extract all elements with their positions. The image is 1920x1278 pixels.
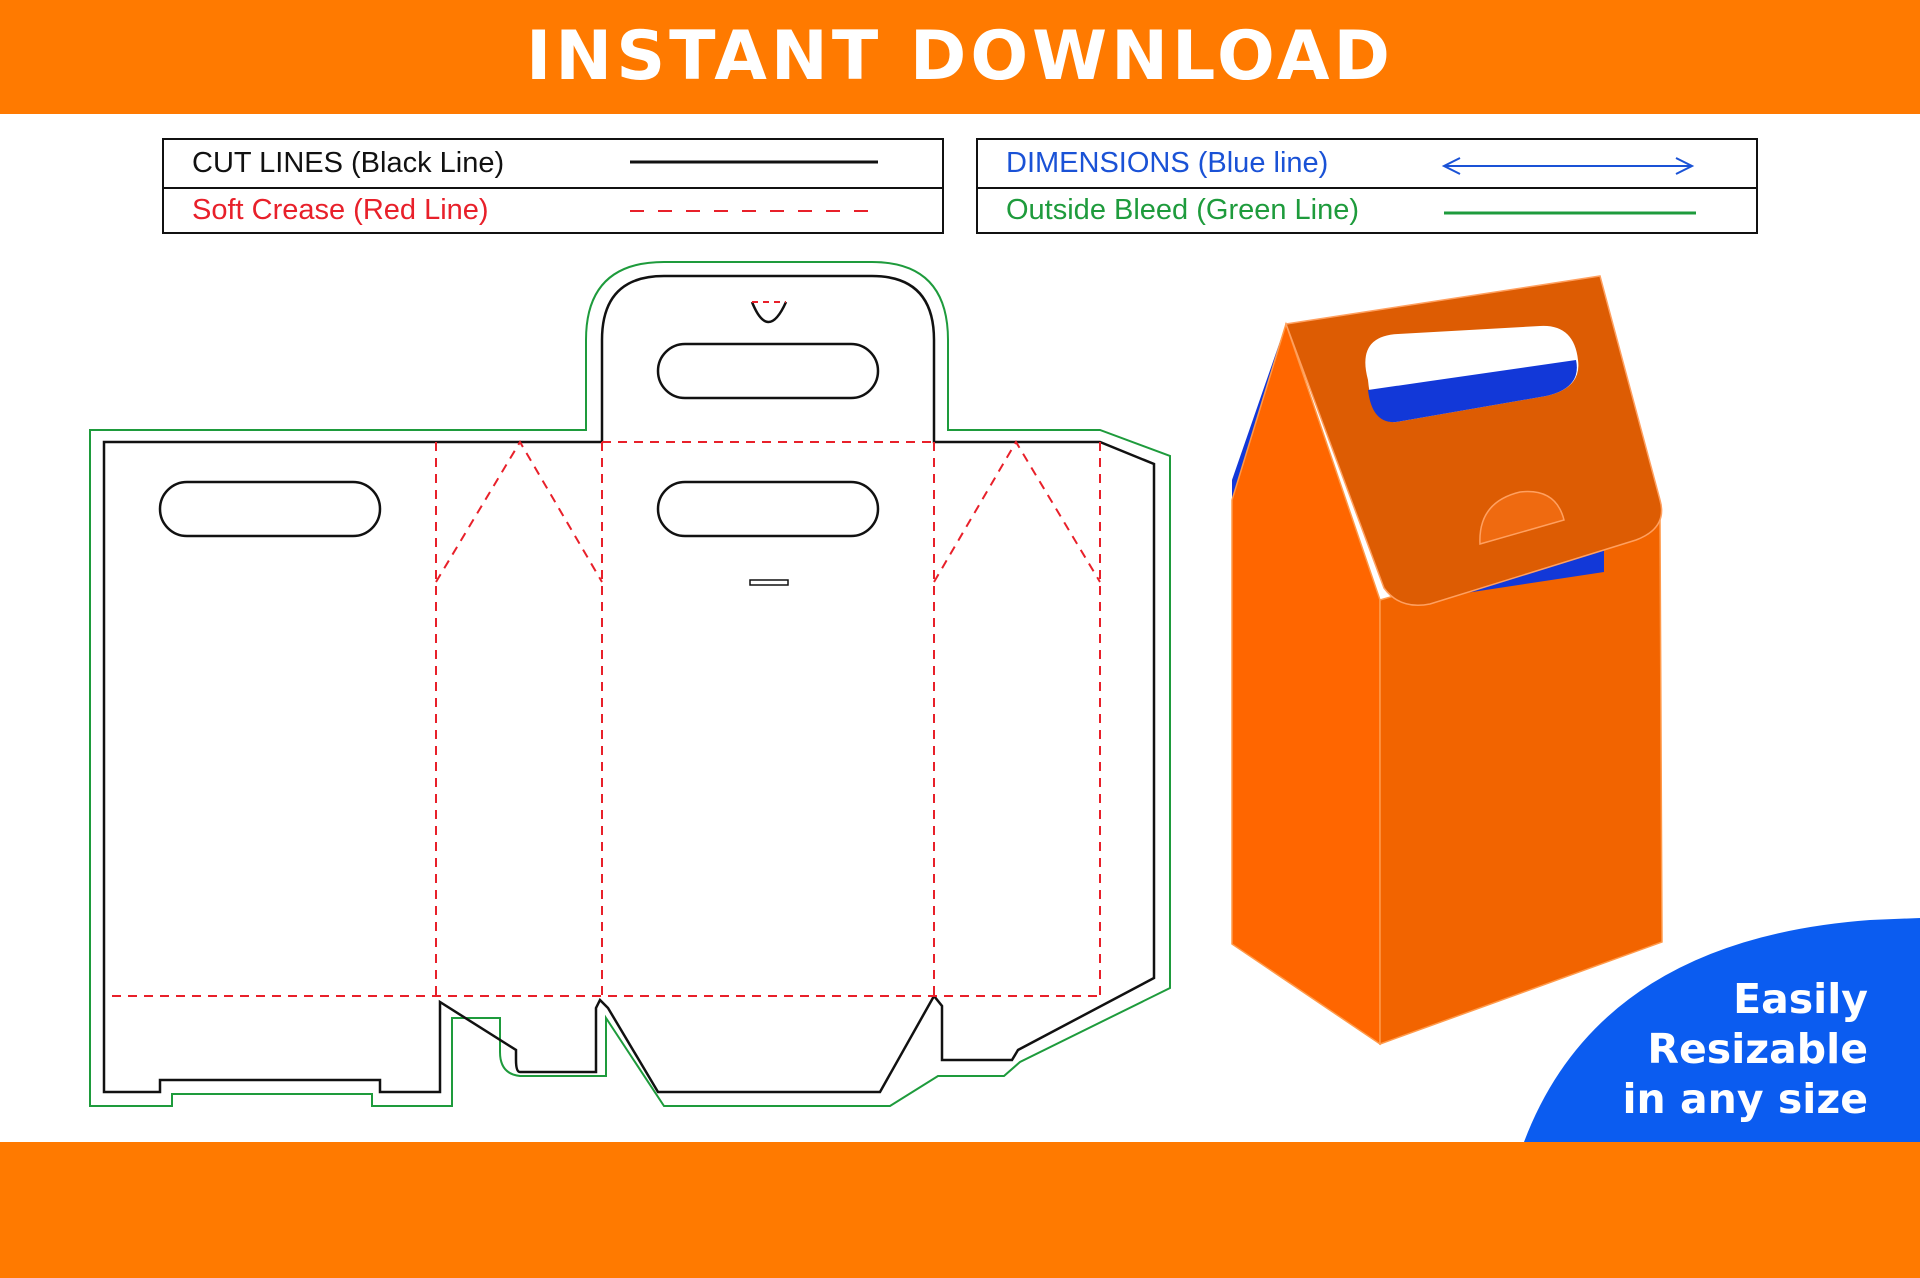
- legend-label-outside-bleed: Outside Bleed (Green Line): [1006, 194, 1360, 226]
- resizable-badge-shape: [1524, 918, 1920, 1142]
- legend-sample-blue-arrow: [1441, 157, 1695, 175]
- top-banner: INSTANT DOWNLOAD: [0, 0, 1920, 114]
- legend-label-dimensions: DIMENSIONS (Blue line): [1006, 147, 1329, 179]
- legend-row-dimensions: DIMENSIONS (Blue line): [978, 140, 1756, 189]
- resizable-badge-text: Easily Resizable in any size: [1623, 974, 1869, 1124]
- handle-slot-top: [656, 342, 880, 400]
- legend-row-soft-crease: Soft Crease (Red Line): [164, 187, 942, 234]
- legend-label-cut-lines: CUT LINES (Black Line): [192, 147, 505, 179]
- legend-row-cut-lines: CUT LINES (Black Line): [164, 140, 942, 189]
- bottom-banner: [0, 1142, 1920, 1278]
- cut-line-outline: [102, 274, 1156, 1094]
- legend-box-left: CUT LINES (Black Line) Soft Crease (Red …: [162, 138, 944, 234]
- badge-line-3: in any size: [1622, 1075, 1869, 1123]
- legend-row-outside-bleed: Outside Bleed (Green Line): [978, 187, 1756, 234]
- box-left-face: [1231, 321, 1381, 1046]
- box-tuck-notch: [1479, 490, 1565, 545]
- legend-sample-dashed-red: [630, 210, 878, 212]
- lock-slit: [749, 579, 789, 586]
- legend-sample-solid-green: [1444, 211, 1696, 215]
- crease-lines: [112, 440, 1101, 997]
- banner-title: INSTANT DOWNLOAD: [525, 17, 1394, 96]
- handle-slot-middle: [656, 480, 880, 538]
- box-3d-mockup: [1231, 275, 1663, 1046]
- box-handle-hole-inner: [1368, 360, 1577, 423]
- outside-bleed-line: [89, 261, 1171, 1107]
- tuck-tab-notch: [750, 301, 788, 324]
- legend-label-soft-crease: Soft Crease (Red Line): [192, 194, 489, 226]
- handle-slot-left: [158, 480, 382, 538]
- badge-line-2: Resizable: [1647, 1025, 1868, 1073]
- legend-sample-solid-black: [630, 160, 878, 164]
- legend-box-right: DIMENSIONS (Blue line) Outside Bleed (Gr…: [976, 138, 1758, 234]
- badge-line-1: Easily: [1733, 975, 1868, 1023]
